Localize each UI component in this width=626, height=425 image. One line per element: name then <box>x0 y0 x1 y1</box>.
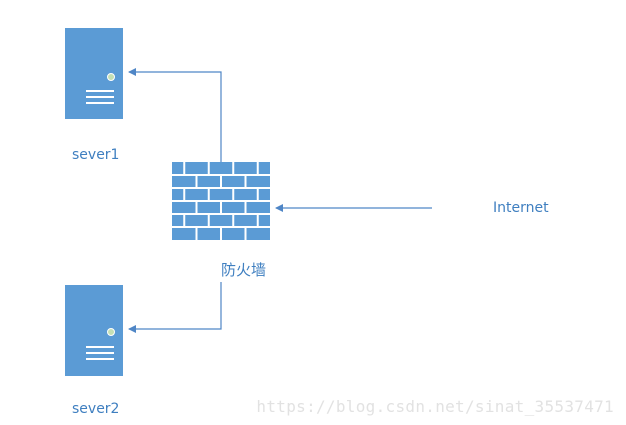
server1-icon <box>65 28 123 119</box>
watermark-url: https://blog.csdn.net/sinat_35537471 <box>256 397 614 416</box>
server2-label: sever2 <box>72 401 120 417</box>
firewall-brick-wall-icon <box>172 162 270 240</box>
internet-label: Internet <box>493 200 549 216</box>
link-firewall-to-server2 <box>128 282 222 333</box>
server2-icon <box>65 285 123 376</box>
brick-mortar-lines <box>172 162 270 240</box>
link-firewall-to-server1 <box>128 68 222 162</box>
firewall-label: 防火墙 <box>221 261 267 279</box>
server1-label: sever1 <box>72 147 120 163</box>
